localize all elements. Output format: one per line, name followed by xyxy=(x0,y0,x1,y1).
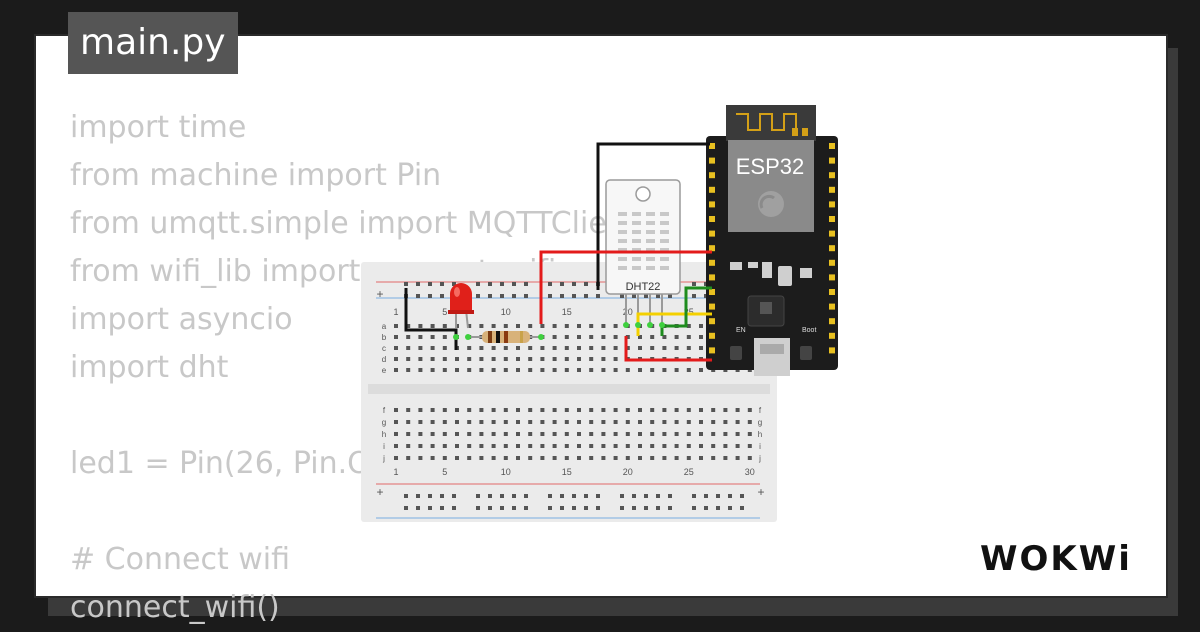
code-line: # Connect wifi xyxy=(70,542,291,577)
dht22-sensor[interactable]: DHT22 xyxy=(605,179,681,326)
boot-label: Boot xyxy=(802,327,816,334)
board-label: ESP32 xyxy=(736,154,805,179)
breadboard-label: a xyxy=(382,322,387,331)
logo-text: WOKWi xyxy=(980,539,1132,579)
resistor[interactable] xyxy=(468,331,541,343)
breadboard-label: h xyxy=(382,430,386,439)
breadboard-label: 30 xyxy=(745,467,755,477)
breadboard-label: d xyxy=(382,355,386,364)
breadboard-label: 25 xyxy=(684,467,694,477)
wire-gnd xyxy=(596,142,710,290)
esp32-board[interactable]: ESP32 EN Boot xyxy=(706,105,838,376)
breadboard-label: e xyxy=(382,366,387,375)
code-line: import time xyxy=(70,110,247,145)
wire-dht-vcc xyxy=(624,336,712,362)
led[interactable] xyxy=(448,283,474,329)
breadboard-label: 15 xyxy=(562,467,572,477)
breadboard-label: 20 xyxy=(623,467,633,477)
breadboard-label: g xyxy=(758,418,762,427)
breadboard-label: 1 xyxy=(393,307,398,317)
wokwi-logo: WOKWi xyxy=(980,539,1132,579)
breadboard-label: h xyxy=(758,430,762,439)
breadboard-label: i xyxy=(383,442,385,451)
breadboard-label: + xyxy=(757,485,764,499)
wire-dht-gnd xyxy=(660,286,712,336)
breadboard-label: b xyxy=(382,333,387,342)
file-tab[interactable]: main.py xyxy=(68,12,238,74)
wire-led-signal xyxy=(539,250,712,324)
breadboard-label: c xyxy=(382,344,386,353)
code-line: import asyncio xyxy=(70,302,293,337)
breadboard-label: f xyxy=(383,406,386,415)
breadboard-label: g xyxy=(382,418,386,427)
code-line: connect_wifi() xyxy=(70,590,280,625)
wire-endpoints xyxy=(453,322,665,340)
en-label: EN xyxy=(736,327,746,334)
breadboard-label: 10 xyxy=(501,307,511,317)
breadboard-label: + xyxy=(376,287,383,301)
breadboard-label: 10 xyxy=(501,467,511,477)
breadboard-label: 5 xyxy=(442,467,447,477)
breadboard-label: 20 xyxy=(623,307,633,317)
breadboard-label: f xyxy=(759,406,762,415)
breadboard-label: + xyxy=(376,485,383,499)
breadboard-label: j xyxy=(382,454,385,463)
breadboard-label: 1 xyxy=(393,467,398,477)
code-line: from machine import Pin xyxy=(70,158,442,193)
code-line: import dht xyxy=(70,350,229,385)
breadboard-label: 5 xyxy=(442,307,447,317)
sensor-label: DHT22 xyxy=(626,281,661,293)
breadboard-label: j xyxy=(758,454,761,463)
wires xyxy=(404,142,712,362)
breadboard-label: 25 xyxy=(684,307,694,317)
breadboard-label: 15 xyxy=(562,307,572,317)
breadboard-label: i xyxy=(759,442,761,451)
